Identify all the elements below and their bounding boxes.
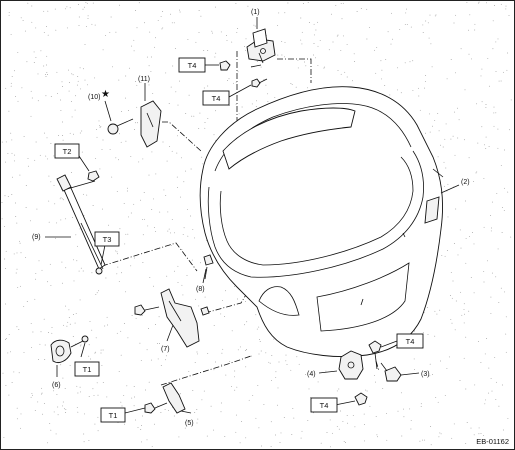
lower-bracket-part: [160, 288, 200, 348]
lower-striker-part: [162, 382, 186, 414]
star-icon: ★: [101, 89, 110, 100]
clip-part: [107, 118, 134, 135]
torque-tag-label: T1: [83, 365, 92, 374]
stay-bolt-top: [87, 170, 100, 182]
callout-4: (4): [307, 371, 316, 378]
torque-tag-label: T1: [109, 411, 118, 420]
latch-part: [338, 350, 364, 380]
figure-code: EB-01162: [476, 437, 509, 446]
hinge-nut: [219, 60, 231, 71]
torque-tag-t2: T2: [54, 143, 80, 159]
torque-tag-label: T4: [188, 61, 197, 70]
callout-6: (6): [52, 382, 61, 389]
torque-tag-t4-bottom: T4: [310, 397, 338, 413]
callout-5: (5): [185, 420, 194, 427]
callout-1: (1): [251, 9, 260, 16]
callout-leaders: [45, 17, 460, 414]
bracket-screw: [200, 306, 210, 316]
latch-bolt-top: [368, 340, 382, 370]
torque-tag-label: T4: [212, 94, 221, 103]
callout-11: (11): [138, 76, 150, 83]
gas-stay-part: [56, 174, 106, 275]
torque-tag-t1-bottom: T1: [100, 407, 126, 423]
torque-tag-label: T2: [63, 147, 72, 156]
hinge-part: [246, 28, 276, 68]
callout-7: (7): [161, 346, 170, 353]
torque-tag-label: T3: [103, 235, 112, 244]
latch-bolt-bottom: [354, 392, 368, 406]
connector-part: [380, 362, 402, 382]
torque-tag-label: T4: [406, 337, 415, 346]
torque-tag-t4-top2: T4: [202, 90, 230, 106]
hinge-bolt: [251, 78, 268, 88]
striker-bolt: [144, 402, 168, 414]
callout-9: (9): [32, 234, 41, 241]
torque-tag-t1-left: T1: [74, 361, 100, 377]
callouts: (1) (2) (3) (4) (5) (6) (7) (8) (9) (10)…: [32, 9, 470, 427]
striker-cover-part: [50, 339, 84, 364]
rear-gate-panel: [199, 86, 444, 357]
stud-bolt-part: [203, 254, 214, 280]
callout-3: (3): [421, 371, 430, 378]
stay-bracket-part: [140, 100, 162, 148]
torque-tag-label: T4: [320, 401, 329, 410]
torque-tag-t4-right: T4: [396, 333, 424, 349]
torque-tag-t3: T3: [94, 231, 120, 247]
torque-tag-t4-top1: T4: [178, 57, 206, 73]
callout-2: (2): [461, 179, 470, 186]
callout-8: (8): [196, 286, 205, 293]
callout-10: (10): [88, 94, 100, 101]
bracket-bolt: [134, 304, 160, 316]
cover-screw: [81, 335, 89, 343]
